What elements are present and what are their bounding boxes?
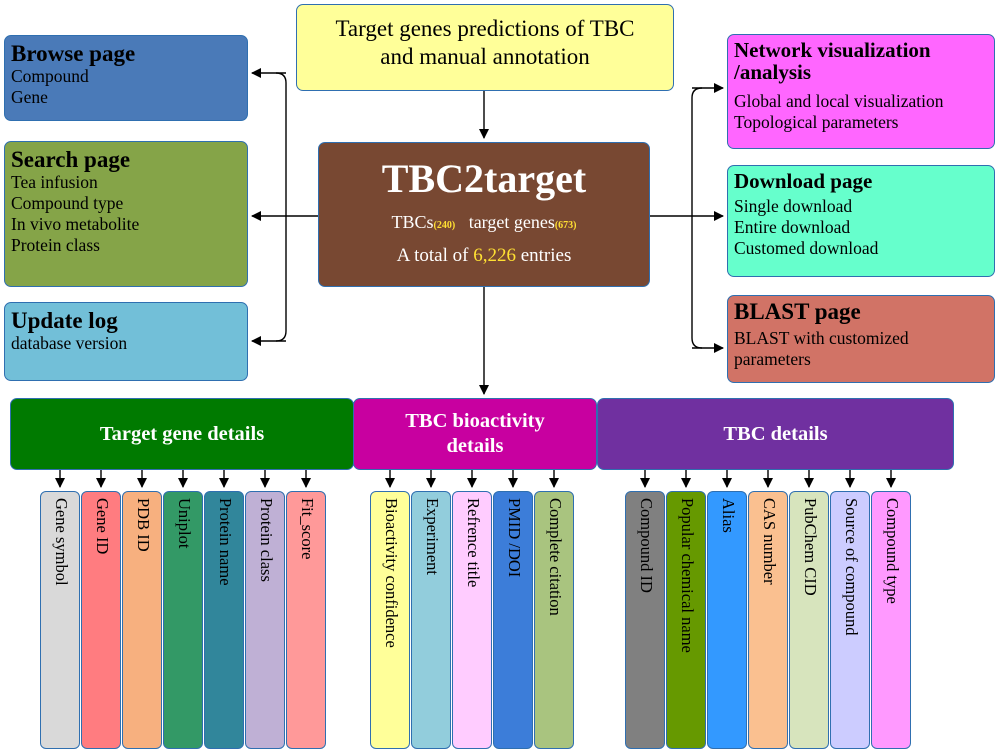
target-gene-details-header: Target gene details <box>10 398 354 470</box>
tbc2target-core-box: TBC2target TBCs(240) target genes(673) A… <box>318 142 650 287</box>
tbcs-label: TBCs <box>391 212 434 232</box>
field-label: Bioactivity confidence <box>382 498 401 648</box>
network-item-topological: Topological parameters <box>734 112 899 133</box>
core-title: TBC2target <box>381 156 587 201</box>
target-genes-label: target genes <box>468 212 555 232</box>
field-complete-citation: Complete citation <box>534 491 574 749</box>
blast-page-title: BLAST page <box>734 299 861 324</box>
tbcs-count: (240) <box>433 220 456 231</box>
core-counts-line: TBCs(240) target genes(673) <box>319 212 649 233</box>
total-suffix: entries <box>520 245 572 266</box>
network-title-line1: Network visualization <box>734 38 931 62</box>
field-label: Refrence title <box>464 498 483 588</box>
search-item-in-vivo-metabolite: In vivo metabolite <box>11 214 140 235</box>
download-page-title: Download page <box>734 169 873 193</box>
network-title-line2: /analysis <box>734 60 812 85</box>
download-page-box: Download page Single download Entire dow… <box>727 165 995 277</box>
browse-page-title: Browse page <box>11 41 136 66</box>
target-prediction-line1: Target genes predictions of TBC <box>335 16 635 41</box>
field-pmid-doi: PMID /DOI <box>493 491 533 749</box>
field-pubchem-cid: PubChem CID <box>789 491 829 749</box>
search-item-tea-infusion: Tea infusion <box>11 172 98 193</box>
search-page-box: Search page Tea infusion Compound type I… <box>4 141 248 287</box>
field-label: Complete citation <box>546 498 565 616</box>
download-item-single: Single download <box>734 196 853 217</box>
search-item-compound-type: Compound type <box>11 193 124 214</box>
field-protein-class: Protein class <box>245 491 285 749</box>
field-pdb-id: PDB ID <box>122 491 162 749</box>
tbc-bioactivity-label-line2: details <box>446 435 504 457</box>
field-label: Fit_score <box>298 498 317 560</box>
network-visualization-box: Network visualization /analysis Global a… <box>727 34 995 149</box>
field-label: Source of compound <box>842 498 861 636</box>
field-label: Uniplot <box>175 498 194 549</box>
blast-page-box: BLAST page BLAST with customized paramet… <box>727 295 995 383</box>
field-alias: Alias <box>707 491 747 749</box>
field-cas-number: CAS number <box>748 491 788 749</box>
field-compound-type: Compound type <box>871 491 911 749</box>
browse-page-box: Browse page Compound Gene <box>4 35 248 121</box>
field-compound-id: Compound ID <box>625 491 665 749</box>
tbc-details-header: TBC details <box>597 398 954 470</box>
target-gene-details-label: Target gene details <box>99 422 265 445</box>
core-total-line: A total of 6,226 entries <box>319 245 649 267</box>
field-popular-chemical-name: Popular chemical name <box>666 491 706 749</box>
field-label: Alias <box>719 498 738 533</box>
field-source-of-compound: Source of compound <box>830 491 870 749</box>
field-label: Gene ID <box>93 498 112 555</box>
network-item-visualization: Global and local visualization <box>734 91 944 112</box>
field-label: Experiment <box>423 498 442 575</box>
field-label: PubChem CID <box>801 498 820 596</box>
field-bioactivity-confidence: Bioactivity confidence <box>370 491 410 749</box>
tbc-bioactivity-label-line1: TBC bioactivity <box>405 410 545 433</box>
target-prediction-box: Target genes predictions of TBC and manu… <box>296 4 674 91</box>
field-reference-title: Refrence title <box>452 491 492 749</box>
tbc-bioactivity-details-header: TBC bioactivity details <box>353 398 597 470</box>
field-label: Gene symbol <box>52 498 71 586</box>
update-item-database-version: database version <box>11 333 128 354</box>
download-item-customed: Customed download <box>734 238 879 259</box>
total-prefix: A total of <box>396 245 469 266</box>
field-experiment: Experiment <box>411 491 451 749</box>
target-prediction-line2: and manual annotation <box>380 43 590 69</box>
field-gene-id: Gene ID <box>81 491 121 749</box>
field-fit-score: Fit_score <box>286 491 326 749</box>
browse-item-gene: Gene <box>11 87 48 108</box>
blast-item-line2: parameters <box>734 349 811 370</box>
update-log-title: Update log <box>11 308 118 333</box>
field-uniplot: Uniplot <box>163 491 203 749</box>
search-item-protein-class: Protein class <box>11 235 100 256</box>
field-label: CAS number <box>760 498 779 585</box>
field-label: PMID /DOI <box>505 498 524 578</box>
field-gene-symbol: Gene symbol <box>40 491 80 749</box>
update-log-box: Update log database version <box>4 302 248 381</box>
field-label: Protein name <box>216 498 235 586</box>
blast-item-line1: BLAST with customized <box>734 328 909 349</box>
field-label: Compound ID <box>637 498 656 593</box>
download-item-entire: Entire download <box>734 217 851 238</box>
browse-item-compound: Compound <box>11 66 89 87</box>
field-label: PDB ID <box>134 498 153 552</box>
search-page-title: Search page <box>11 147 131 172</box>
field-label: Popular chemical name <box>678 498 697 653</box>
field-protein-name: Protein name <box>204 491 244 749</box>
target-genes-count: (673) <box>554 220 577 231</box>
total-value: 6,226 <box>473 245 516 266</box>
tbc-details-label: TBC details <box>723 422 828 445</box>
field-label: Compound type <box>883 498 902 604</box>
field-label: Protein class <box>257 498 276 582</box>
